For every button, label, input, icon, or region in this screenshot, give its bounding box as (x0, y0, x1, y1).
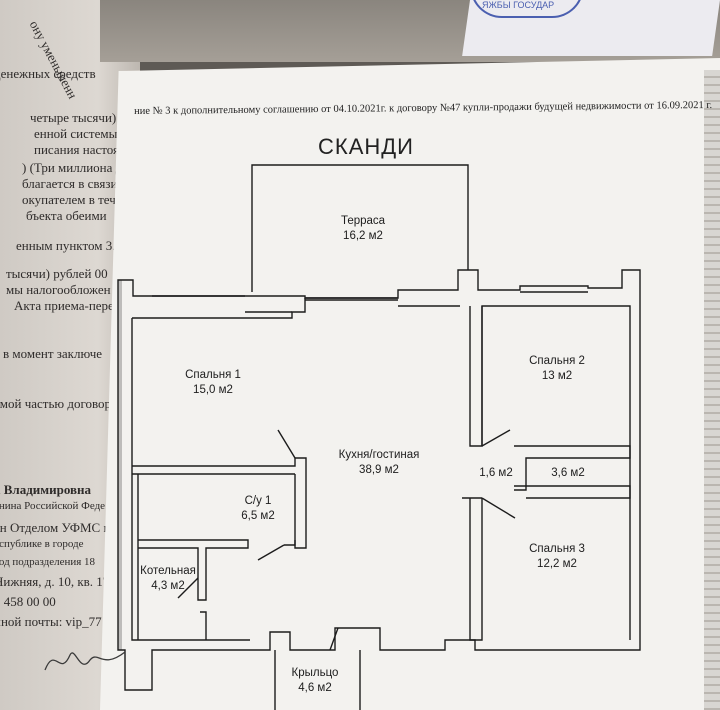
left-page-line: окупателем в течени (22, 192, 136, 207)
left-page-line: денежных средств (0, 66, 96, 81)
document-page (100, 58, 720, 710)
room-boiler: Котельная 4,3 м2 (138, 564, 198, 594)
room-name: Спальня 1 (185, 369, 241, 381)
outer-wall (117, 269, 641, 691)
left-page-line: енным пунктом 3.2. (16, 238, 126, 253)
room-porch: Крыльцо 4,6 м2 (280, 666, 350, 696)
left-page-line: 2 458 00 00 (0, 594, 56, 609)
room-area: 15,0 м2 (193, 384, 233, 396)
room-area: 3,6 м2 (551, 467, 585, 479)
room-area: 6,5 м2 (241, 510, 275, 522)
door-swing (329, 627, 339, 651)
room-terrace: Терраса 16,2 м2 (318, 214, 408, 244)
left-page-line: анина Российской Феде (0, 500, 106, 512)
room-area: 1,6 м2 (479, 467, 513, 479)
room-area: 12,2 м2 (537, 558, 577, 570)
page-edge-stack (704, 70, 720, 710)
wall-bedroom1 (132, 457, 307, 549)
left-page-line: благается в связи с (22, 176, 127, 191)
left-page-line: а Владимировна (0, 482, 92, 497)
door-swing (481, 497, 516, 519)
wall-bedroom3 (469, 498, 483, 641)
left-page-line: еспублике в городе (0, 538, 84, 550)
door-swing (481, 429, 511, 447)
room-bedroom1: Спальня 1 15,0 м2 (168, 368, 258, 398)
room-closet: 3,6 м2 (540, 466, 596, 481)
room-name: Кухня/гостиная (338, 449, 420, 461)
room-bedroom3: Спальня 3 12,2 м2 (512, 542, 602, 572)
door-swing (257, 544, 285, 561)
room-name: Крыльцо (291, 667, 339, 679)
left-page-line: еод подразделения 18 (0, 556, 96, 568)
left-page-line: тысячи) рублей 00 (6, 266, 108, 281)
left-page-line: бъекта обеими (26, 208, 107, 223)
room-bedroom2: Спальня 2 13 м2 (512, 354, 602, 384)
left-page-line: ) (Три миллиона две (22, 160, 135, 175)
left-page-line: ан Отделом УФМС по (0, 520, 117, 535)
door-swing (177, 577, 199, 599)
left-page-line: емой частью договор (0, 396, 112, 411)
room-area: 4,3 м2 (151, 580, 185, 592)
left-page-line: мы налогообложен (6, 282, 111, 297)
left-page-line: е в момент заключе (0, 346, 103, 361)
stamp-text: ЯЖБЫ ГОСУДАР (482, 0, 555, 10)
room-name: Спальня 3 (529, 543, 585, 555)
left-page-line: Акта приема-переда (14, 298, 127, 313)
outer-wall-inner (132, 298, 306, 319)
room-hall-small: 1,6 м2 (476, 466, 516, 481)
room-area: 38,9 м2 (359, 464, 399, 476)
room-area: 16,2 м2 (343, 230, 383, 242)
room-area: 4,6 м2 (298, 682, 332, 694)
terrace-outline (251, 164, 469, 292)
left-page-line: писания настоящ (34, 142, 130, 157)
room-name: Терраса (340, 215, 386, 227)
left-page-line: енной системы (34, 126, 118, 141)
plan-title: СКАНДИ (318, 134, 414, 159)
signature (44, 651, 126, 671)
room-area: 13 м2 (541, 370, 573, 382)
left-page-line: четыре тысячи) рубл (30, 110, 140, 125)
left-page-line: Нижняя, д. 10, кв. 17 (0, 574, 110, 589)
room-name: Котельная (140, 565, 196, 577)
door-swing (277, 429, 296, 459)
room-name: С/у 1 (244, 495, 272, 507)
room-name: Спальня 2 (529, 355, 585, 367)
room-bathroom: С/у 1 6,5 м2 (218, 494, 298, 524)
left-page-line: нной почты: vip_77 (0, 614, 102, 629)
room-kitchen: Кухня/гостиная 38,9 м2 (324, 448, 434, 478)
wall-boiler (138, 539, 249, 601)
